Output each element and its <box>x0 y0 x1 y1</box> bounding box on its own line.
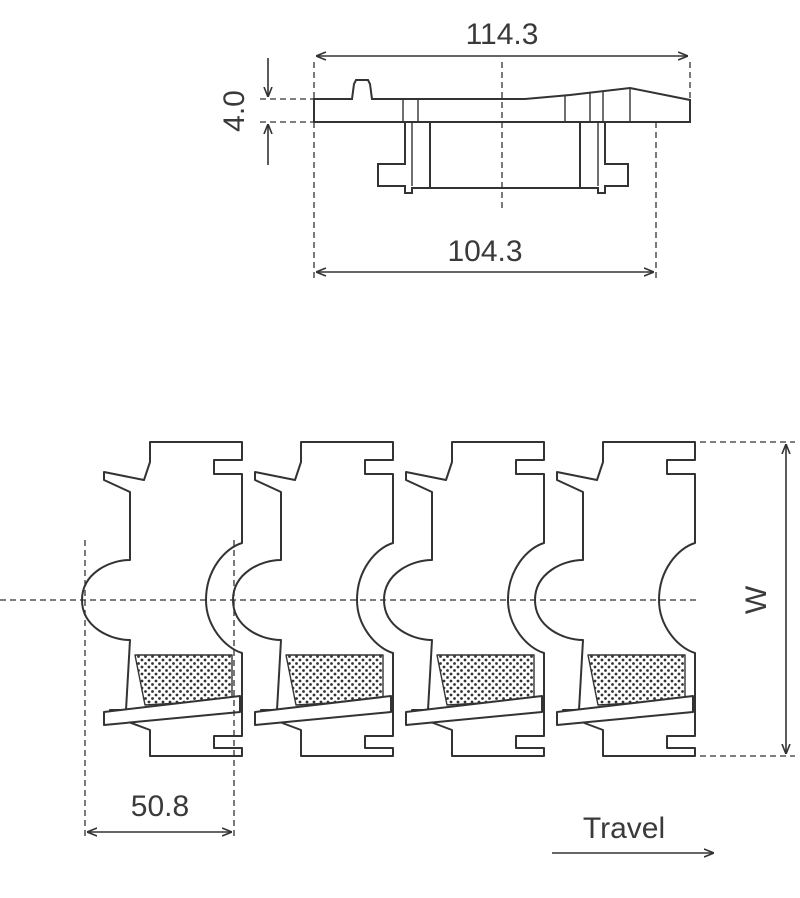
top-view <box>81 441 696 757</box>
dimension-overall-width: 114.3 <box>316 18 688 56</box>
thickness-label: 4.0 <box>218 90 251 132</box>
dimension-pitch: 50.8 <box>87 790 232 832</box>
inner-width-label: 104.3 <box>447 235 522 268</box>
dimension-thickness: 4.0 <box>218 58 268 165</box>
pitch-label: 50.8 <box>131 790 189 823</box>
overall-width-label: 114.3 <box>466 18 539 51</box>
width-label: W <box>740 585 773 614</box>
module-link-1 <box>81 441 243 757</box>
side-view-hinge <box>377 122 629 194</box>
top-view-construction-lines <box>0 441 795 840</box>
side-view-construction-lines <box>260 62 691 282</box>
dimension-inner-width: 104.3 <box>316 235 654 272</box>
travel-indicator: Travel <box>552 812 714 853</box>
side-view-top-plate <box>313 79 691 123</box>
module-link-4 <box>534 441 696 757</box>
dimension-width: W <box>740 444 786 754</box>
side-view <box>313 79 691 194</box>
travel-label: Travel <box>583 812 665 845</box>
module-link-2 <box>232 441 394 757</box>
module-link-3 <box>383 441 545 757</box>
